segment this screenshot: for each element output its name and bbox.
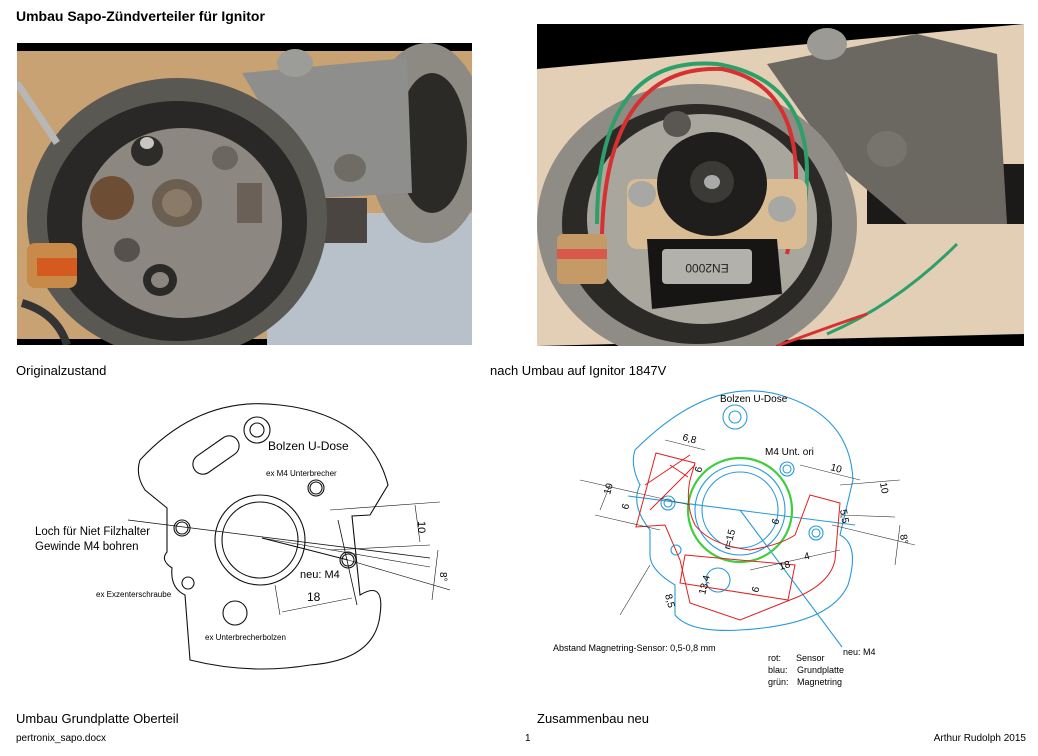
legend-value-blue: Grundplatte <box>797 665 844 675</box>
document-title: Umbau Sapo-Zündverteiler für Ignitor <box>16 8 265 24</box>
dim-13-4: 13,4 <box>697 574 713 596</box>
caption-photo-left: Originalzustand <box>16 363 107 378</box>
photo-converted: EN2000 <box>537 24 1024 346</box>
drawing-assembly: Bolzen U-Dose M4 Unt. ori 6,8 6 10 6 r=1… <box>553 390 916 687</box>
footer-author: Arthur Rudolph 2015 <box>933 733 1026 744</box>
photo-original <box>17 43 472 345</box>
dim-10: 10 <box>415 521 427 533</box>
caption-photo-right: nach Umbau auf Ignitor 1847V <box>490 363 667 378</box>
dim-angle-right: 8° <box>897 534 909 545</box>
label-abstand: Abstand Magnetring-Sensor: 0,5-0,8 mm <box>553 643 716 653</box>
bolzen-hole <box>243 416 271 444</box>
label-loch-1: Loch für Niet Filzhalter <box>35 526 150 538</box>
legend-key-red: rot: <box>768 653 781 663</box>
dim-8-5: 8,5 <box>662 593 676 610</box>
legend-value-green: Magnetring <box>797 677 842 687</box>
label-exzenter: ex Exzenterschraube <box>96 590 172 599</box>
dim-angle: 8° <box>437 572 448 582</box>
dim-18: 18 <box>307 590 321 604</box>
label-bolzen: Bolzen U-Dose <box>268 439 349 453</box>
sensor-red <box>635 452 841 621</box>
drawing-base-plate: Bolzen U-Dose ex M4 Unterbrecher Loch fü… <box>35 403 450 670</box>
module-label: EN2000 <box>685 261 729 275</box>
dim-10c: 10 <box>877 482 890 495</box>
dim-4: 4 <box>803 551 812 563</box>
legend: rot: Sensor blau: Grundplatte grün: Magn… <box>768 653 844 687</box>
label-bolzen-right: Bolzen U-Dose <box>720 394 788 405</box>
label-neu-m4-right: neu: M4 <box>843 647 876 657</box>
legend-key-green: grün: <box>768 677 789 687</box>
dim-6b: 6 <box>620 502 632 511</box>
base-plate-blue <box>627 390 856 648</box>
footer-filename: pertronix_sapo.docx <box>16 733 107 744</box>
label-neu-m4: neu: M4 <box>300 569 340 581</box>
plate-outline <box>137 403 389 670</box>
caption-drawing-right: Zusammenbau neu <box>537 711 650 726</box>
label-ex-m4: ex M4 Unterbrecher <box>266 469 337 478</box>
distributor-original-image <box>17 43 472 345</box>
caption-drawing-left: Umbau Grundplatte Oberteil <box>16 711 179 726</box>
legend-key-blue: blau: <box>768 665 788 675</box>
magnet-ring-green <box>686 456 794 564</box>
dim-10b: 10 <box>829 462 843 476</box>
footer-page-number: 1 <box>525 733 531 744</box>
dim-6-8: 6,8 <box>681 432 698 446</box>
dim-6d: 6 <box>750 585 762 594</box>
dim-18-right: 18 <box>778 559 792 573</box>
dim-r15: r=15 <box>722 528 738 551</box>
label-m4-unt: M4 Unt. ori <box>765 447 814 458</box>
dim-5-5: 5,5 <box>837 509 850 525</box>
legend-value-red: Sensor <box>796 653 825 663</box>
label-unterbrecherbolzen: ex Unterbrecherbolzen <box>205 633 286 642</box>
distributor-converted-image: EN2000 <box>537 24 1024 346</box>
dim-6a: 6 <box>693 465 705 474</box>
dim-10a: 10 <box>602 482 616 496</box>
label-loch-2: Gewinde M4 bohren <box>35 541 139 553</box>
dim-6c: 6 <box>770 517 782 526</box>
